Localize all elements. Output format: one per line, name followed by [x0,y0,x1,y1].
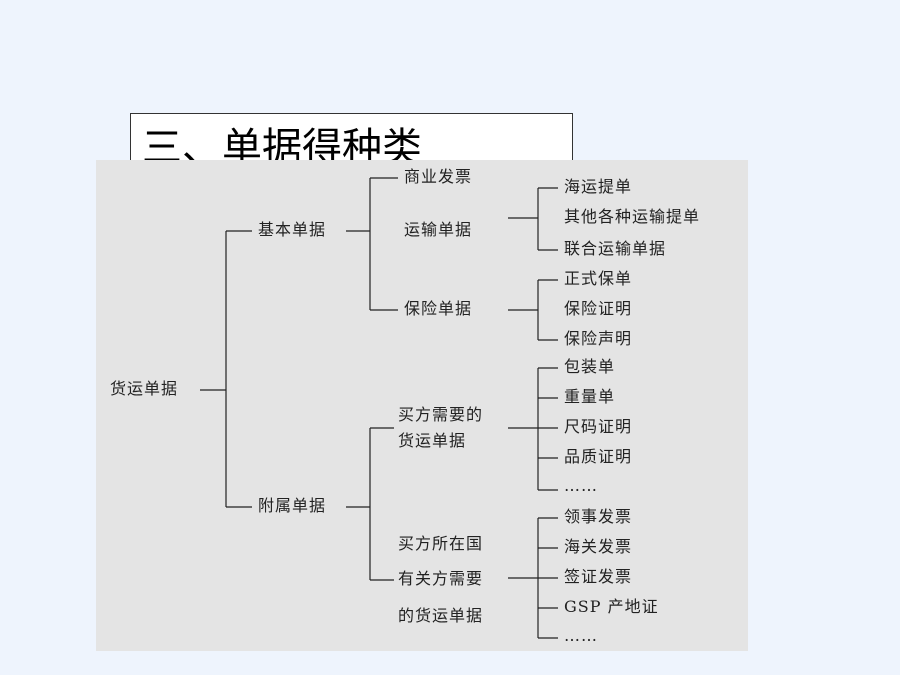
leaf-buyer-0: 包装单 [564,357,616,376]
leaf-country-3: GSP 产地证 [564,597,659,616]
node-root: 货运单据 [110,379,179,398]
diagram-panel [96,160,748,651]
leaf-transport-1: 其他各种运输提单 [564,207,701,226]
node-transport-docs: 运输单据 [404,220,473,239]
leaf-country-2: 签证发票 [564,567,633,586]
node-commercial-invoice: 商业发票 [404,167,473,186]
leaf-insurance-2: 保险声明 [564,329,633,348]
node-attached-docs: 附属单据 [258,496,327,515]
leaf-buyer-4: …… [564,476,598,495]
node-country-docs-line3: 的货运单据 [398,606,484,625]
node-basic-docs: 基本单据 [258,220,327,239]
node-buyer-docs-line2: 货运单据 [398,431,467,450]
leaf-country-0: 领事发票 [564,507,633,526]
leaf-country-1: 海关发票 [564,537,633,556]
node-insurance-docs: 保险单据 [404,299,473,318]
node-buyer-docs-line1: 买方需要的 [398,405,484,424]
leaf-insurance-0: 正式保单 [564,269,633,288]
leaf-buyer-1: 重量单 [564,387,616,406]
leaf-transport-2: 联合运输单据 [564,239,667,258]
leaf-insurance-1: 保险证明 [564,299,633,318]
leaf-country-4: …… [564,626,598,645]
node-country-docs-line1: 买方所在国 [398,534,484,553]
leaf-transport-0: 海运提单 [564,177,633,196]
node-country-docs-line2: 有关方需要 [398,569,484,588]
leaf-buyer-3: 品质证明 [564,447,633,466]
leaf-buyer-2: 尺码证明 [564,417,633,436]
